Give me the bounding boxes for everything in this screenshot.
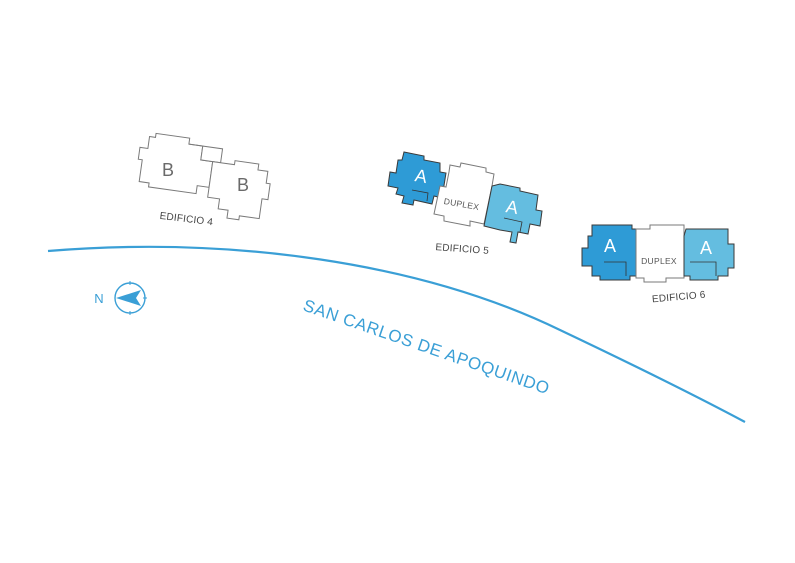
edificio-6-label: EDIFICIO 6: [652, 290, 707, 306]
edificio-4-unit-left-label: B: [162, 160, 174, 180]
edificio-6-unit-duplex-label: DUPLEX: [641, 256, 677, 266]
road-line: [47, 245, 746, 423]
edificio-5-unit-a-right-label: A: [504, 196, 519, 218]
edificio-6-unit-a-right-label: A: [700, 238, 712, 258]
edificio-4-unit-right-label: B: [237, 175, 249, 195]
edificio-4[interactable]: [132, 131, 275, 223]
compass-icon: [114, 281, 147, 315]
edificio-5[interactable]: [387, 151, 543, 244]
edificio-6-unit-a-left[interactable]: [581, 224, 637, 281]
edificio-4-unit-right[interactable]: [205, 158, 272, 224]
edificio-4-unit-left[interactable]: [135, 131, 216, 195]
edificio-5-unit-a-left-label: A: [413, 165, 428, 187]
edificio-6-unit-a-left-label: A: [604, 236, 616, 256]
edificio-4-label: EDIFICIO 4: [159, 211, 214, 228]
edificio-6-unit-duplex[interactable]: [635, 224, 685, 283]
edificio-5-unit-a-left[interactable]: [387, 151, 447, 206]
edificio-5-unit-a-right[interactable]: [483, 183, 543, 244]
edificio-6[interactable]: [581, 224, 735, 283]
edificio-5-label: EDIFICIO 5: [435, 242, 490, 257]
edificio-6-unit-a-right[interactable]: [683, 228, 735, 281]
street-name: SAN CARLOS DE APOQUINDO: [301, 296, 552, 398]
north-label: N: [94, 291, 103, 306]
edificio-5-unit-duplex[interactable]: [433, 162, 495, 227]
